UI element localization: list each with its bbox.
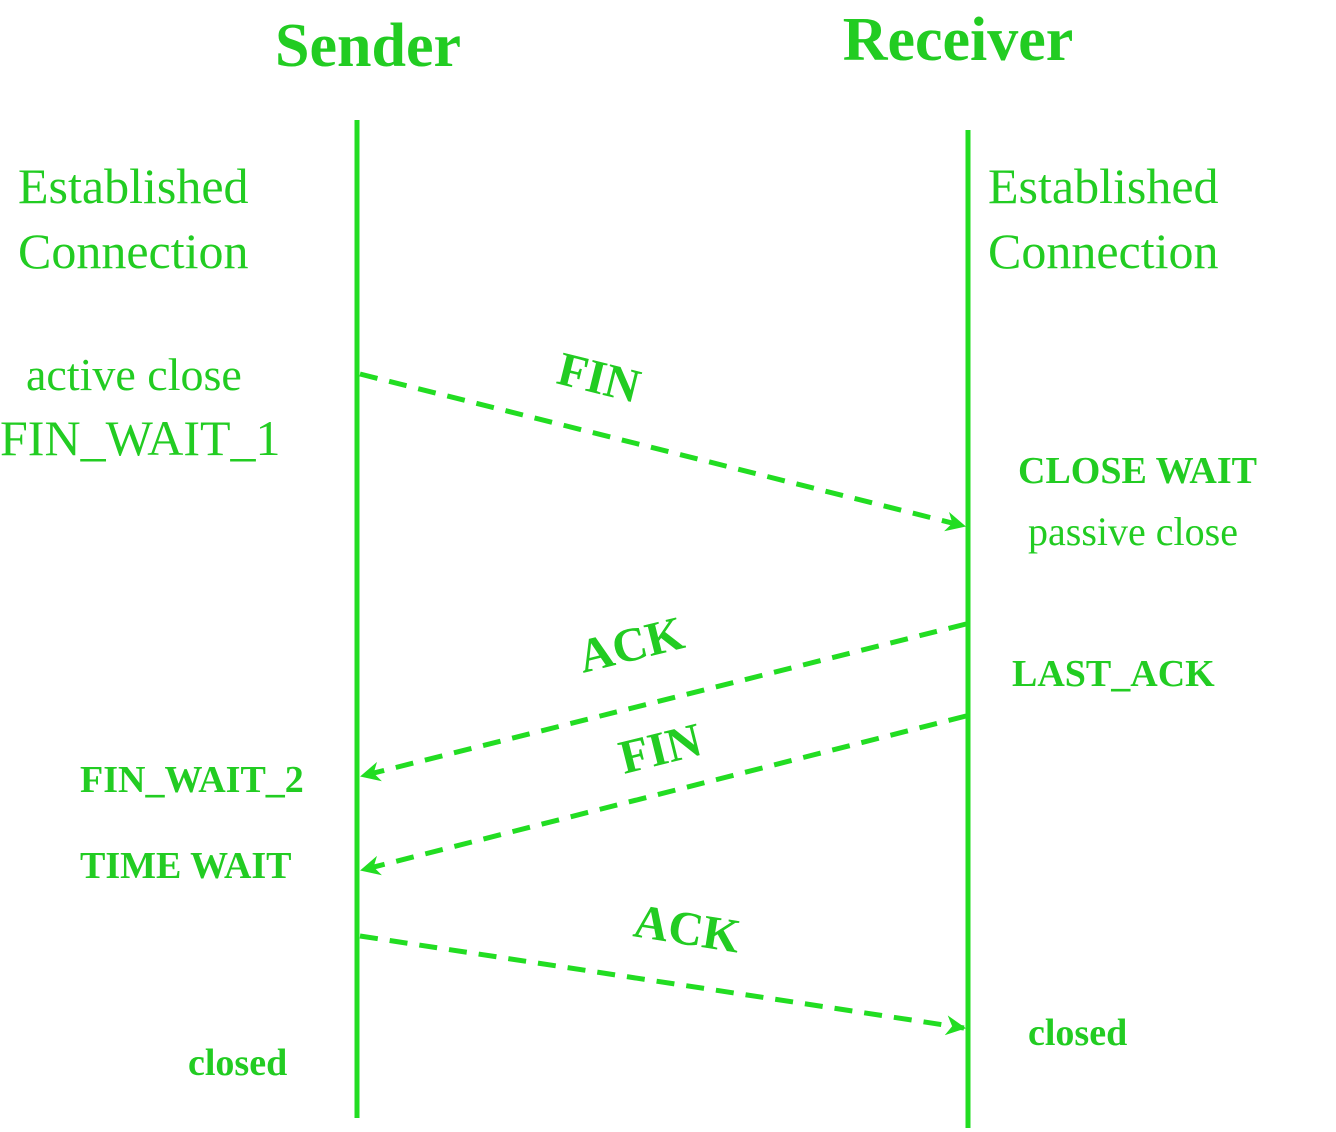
- message-fin-1-label: FIN: [552, 342, 645, 414]
- receiver-closed-label: closed: [1028, 1012, 1127, 1054]
- sender-active-close-label: active close: [26, 349, 242, 400]
- receiver-connection-label: Connection: [988, 223, 1219, 279]
- sender-time-wait-label: TIME WAIT: [80, 845, 292, 887]
- message-fin-1-arrow: [359, 371, 966, 532]
- message-ack-2-label: ACK: [630, 895, 744, 964]
- receiver-passive-close-label: passive close: [1028, 509, 1238, 554]
- message-ack-2-arrow: [359, 933, 966, 1036]
- message-fin-2-label: FIN: [614, 713, 707, 785]
- receiver-established-label: Established: [988, 158, 1219, 214]
- message-ack-1-arrow: [360, 621, 967, 782]
- sender-fin-wait-1-label: FIN_WAIT_1: [0, 410, 281, 466]
- sender-title: Sender: [275, 12, 461, 80]
- sender-closed-label: closed: [188, 1042, 287, 1084]
- receiver-last-ack-label: LAST_ACK: [1012, 653, 1215, 695]
- receiver-title: Receiver: [843, 6, 1074, 74]
- message-ack-1-label: ACK: [573, 606, 689, 683]
- message-fin-2-arrow: [360, 713, 967, 876]
- sender-fin-wait-2-label: FIN_WAIT_2: [80, 759, 304, 801]
- sender-connection-label: Connection: [18, 223, 249, 279]
- receiver-close-wait-label: CLOSE WAIT: [1018, 450, 1257, 492]
- sender-established-label: Established: [18, 158, 249, 214]
